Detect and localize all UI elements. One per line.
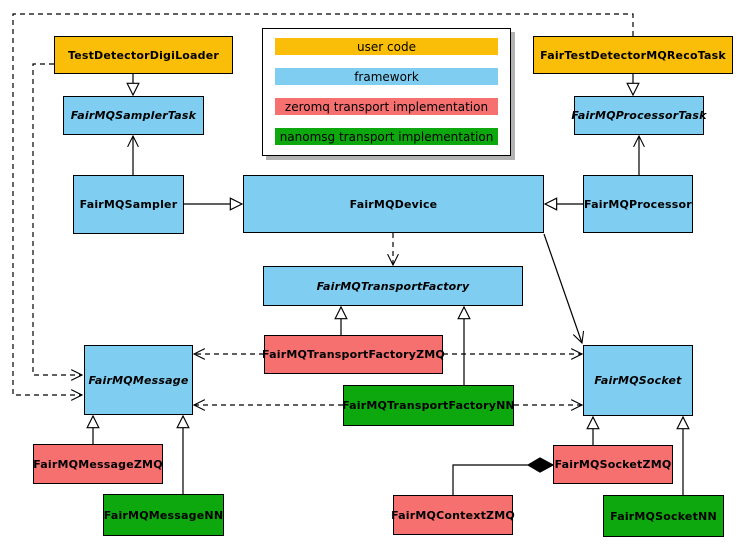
class-label: FairMQSocketZMQ: [554, 458, 672, 471]
class-label: FairMQTransportFactoryNN: [342, 399, 515, 412]
class-box-fairmqprocessortask: FairMQProcessorTask: [571, 96, 707, 135]
composition-diamond-icon: [526, 457, 555, 473]
class-label: FairMQSampler: [79, 198, 178, 211]
class-box-fairmqmessagezmq: FairMQMessageZMQ: [33, 444, 163, 484]
class-label: FairMQMessageNN: [103, 508, 224, 522]
legend-label-nanomsg: nanomsg transport implementation: [279, 129, 494, 144]
class-box-fairmqprocessor: FairMQProcessor: [583, 175, 693, 233]
class-box-fairmqsocketzmq: FairMQSocketZMQ: [553, 445, 673, 484]
class-label: FairMQMessageZMQ: [33, 457, 163, 471]
edge-recotask-message-dependency: [12, 13, 634, 395]
class-box-fairmqsampler: FairMQSampler: [73, 175, 184, 234]
class-label: FairMQMessage: [88, 373, 189, 387]
class-label: FairMQProcessor: [584, 197, 692, 211]
edge-digiloader-message-dependency: [32, 63, 82, 375]
class-label: FairMQTransportFactory: [316, 279, 470, 293]
class-box-fairmqmessage: FairMQMessage: [84, 345, 193, 415]
class-box-fairmqsocketnn: FairMQSocketNN: [603, 495, 724, 537]
class-box-fairmqdevice: FairMQDevice: [243, 175, 544, 233]
class-label: FairMQDevice: [349, 197, 438, 211]
class-box-fairmqtransportfactorynn: FairMQTransportFactoryNN: [342, 385, 515, 426]
class-box-fairmqtransportfactory: FairMQTransportFactory: [263, 266, 523, 306]
class-label: FairMQContextZMQ: [391, 508, 515, 522]
edge-contextzmq-socketzmq-composition: [452, 464, 528, 495]
edge-device-socket-association: [543, 233, 582, 343]
class-label: TestDetectorDigiLoader: [67, 48, 220, 62]
class-box-testdetectordigiloader: TestDetectorDigiLoader: [54, 36, 233, 74]
legend: user code framework zeromq transport imp…: [262, 28, 511, 156]
legend-item-user-code: user code: [275, 38, 498, 55]
class-label: FairMQProcessorTask: [571, 109, 707, 122]
legend-item-zeromq: zeromq transport implementation: [275, 98, 498, 115]
class-box-fairmqcontextzmq: FairMQContextZMQ: [391, 495, 515, 535]
class-box-fairmqsocket: FairMQSocket: [583, 345, 693, 416]
legend-item-framework: framework: [275, 68, 498, 85]
class-box-fairmqtransportfactoryzmq: FairMQTransportFactoryZMQ: [262, 335, 445, 374]
class-box-fairtestdetectormqrecotask: FairTestDetectorMQRecoTask: [533, 36, 733, 74]
class-label: FairMQSocket: [594, 374, 682, 387]
legend-label-user-code: user code: [357, 39, 416, 54]
class-box-fairmqsamplertask: FairMQSamplerTask: [63, 96, 204, 135]
class-label: FairMQTransportFactoryZMQ: [262, 348, 445, 361]
class-label: FairMQSocketNN: [610, 509, 717, 523]
legend-label-framework: framework: [354, 69, 419, 84]
legend-label-zeromq: zeromq transport implementation: [284, 99, 489, 114]
legend-item-nanomsg: nanomsg transport implementation: [275, 128, 498, 145]
class-label: FairTestDetectorMQRecoTask: [540, 48, 726, 62]
class-label: FairMQSamplerTask: [70, 109, 197, 122]
class-box-fairmqmessagenn: FairMQMessageNN: [103, 494, 224, 536]
